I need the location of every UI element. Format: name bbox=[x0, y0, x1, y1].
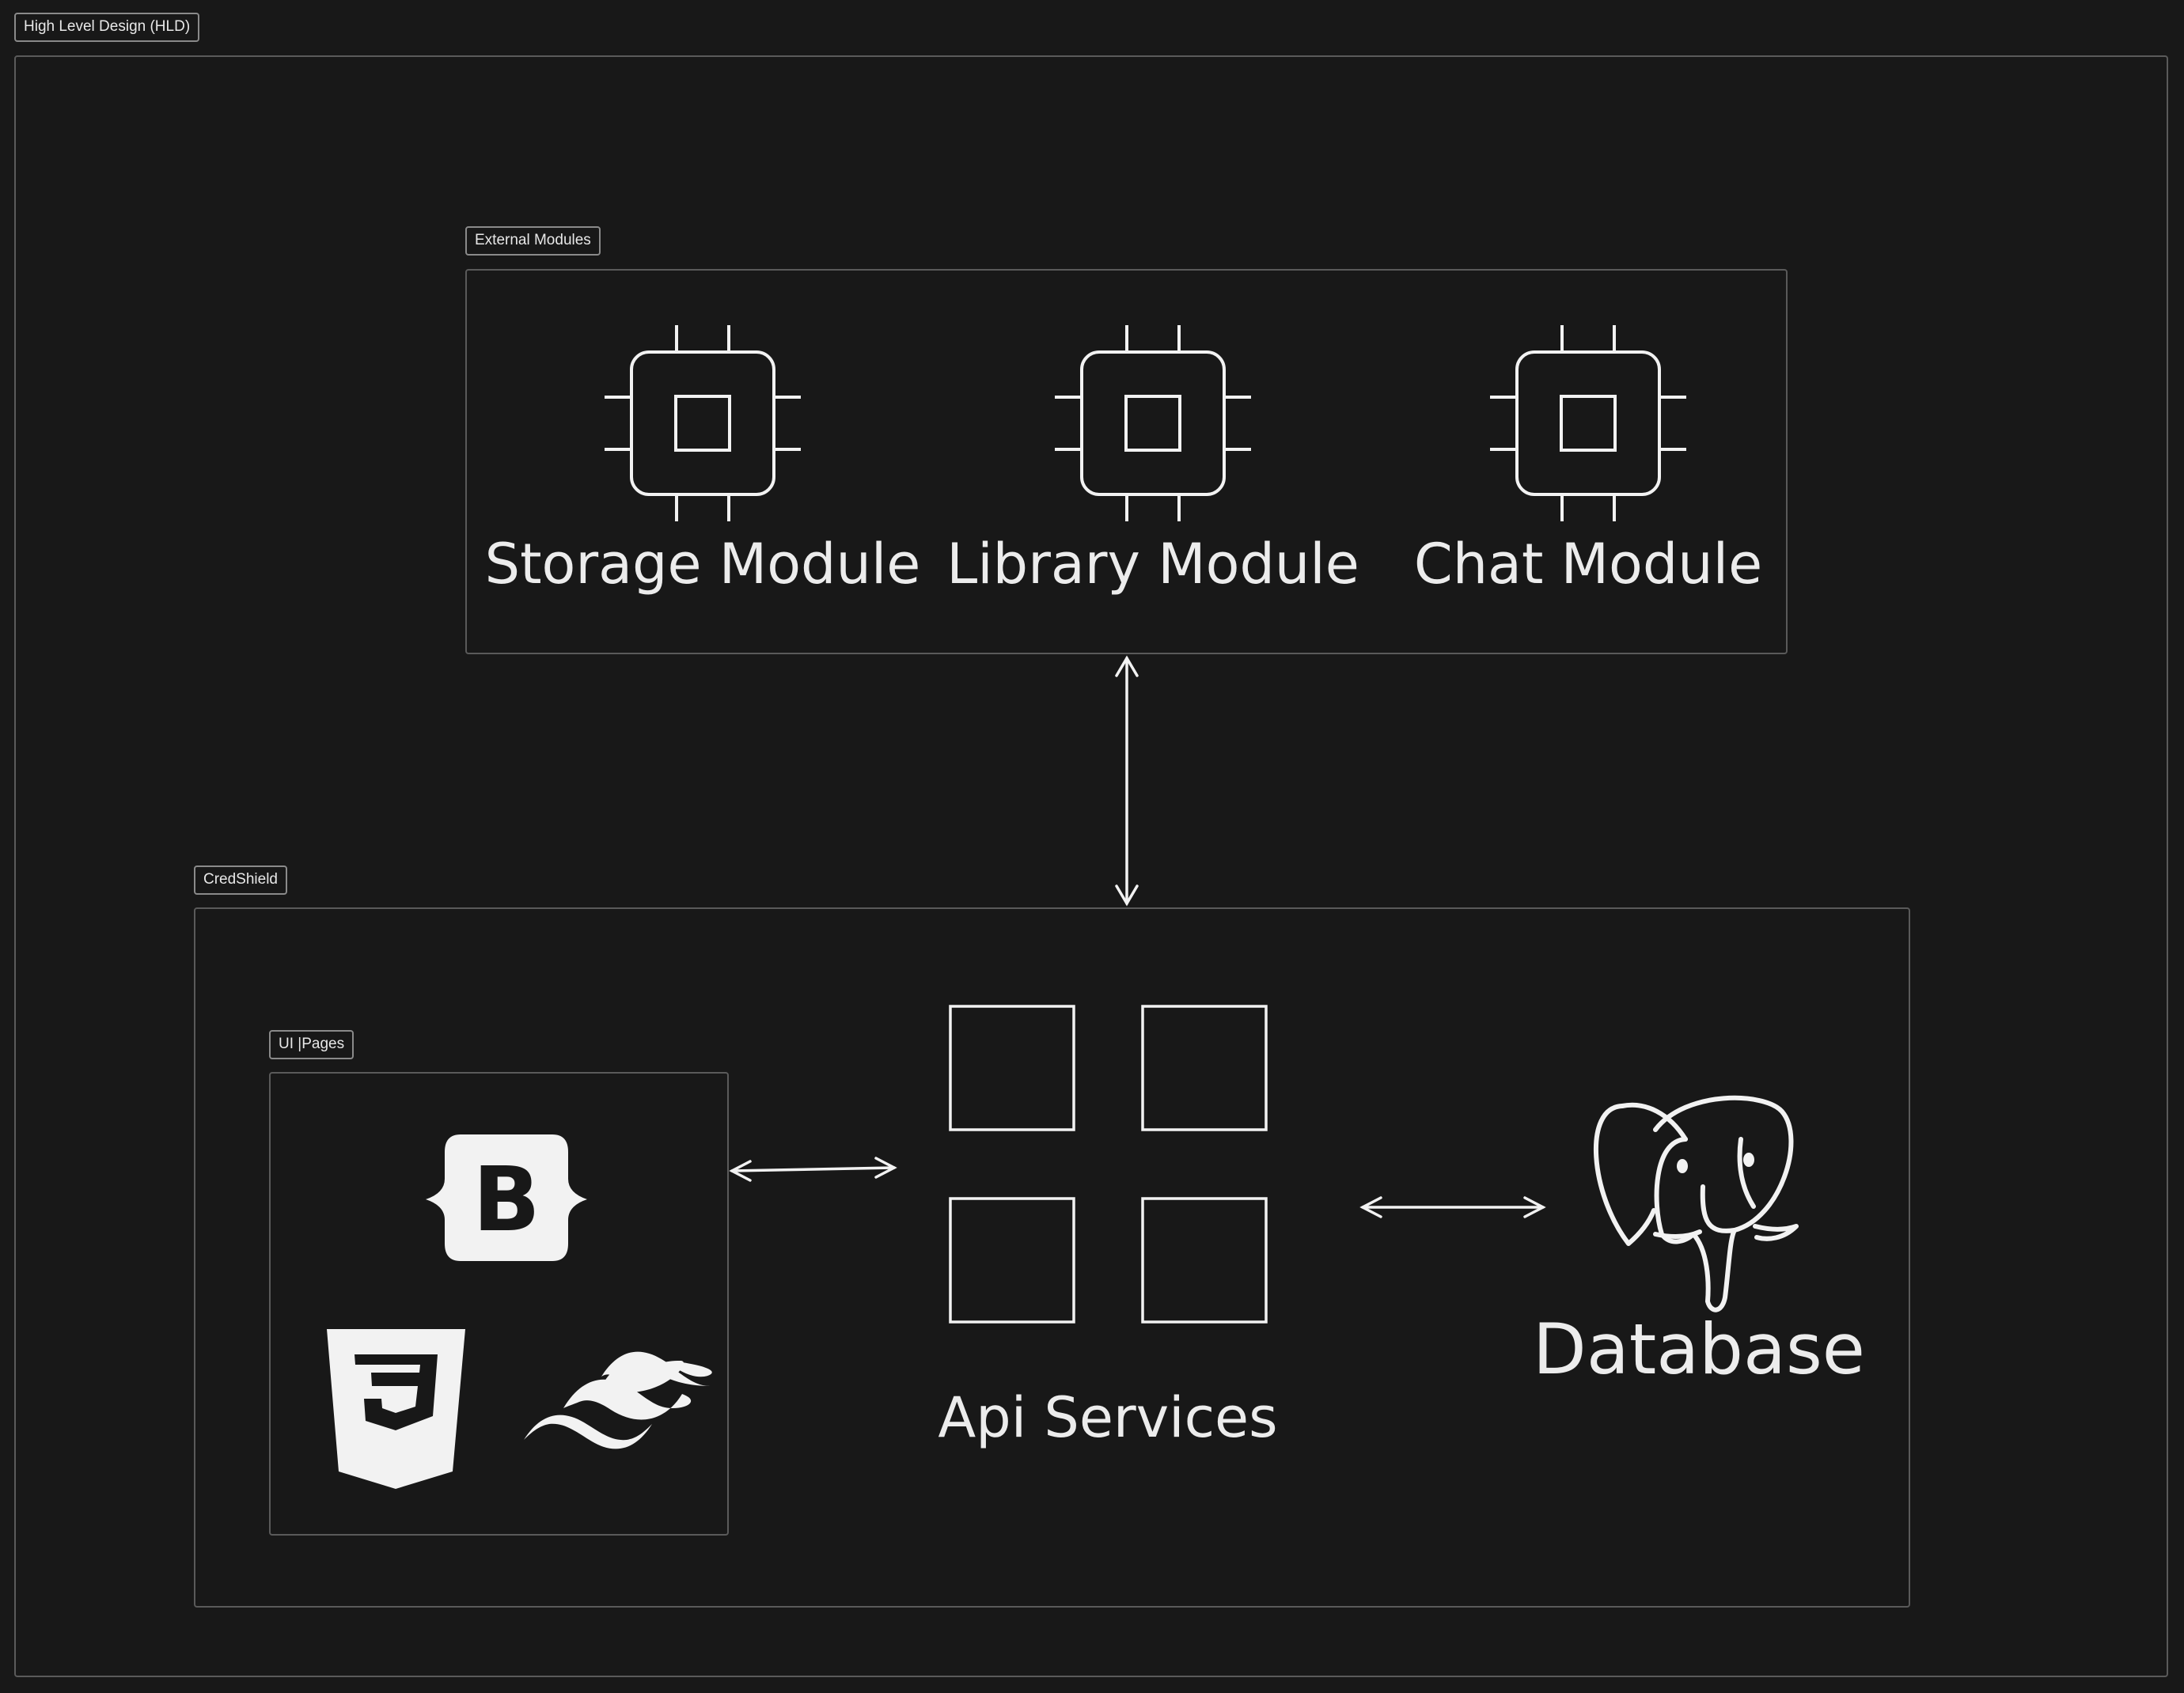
ui-pages-title: UI |Pages bbox=[269, 1030, 355, 1059]
storage-chip-icon bbox=[603, 324, 802, 523]
api-grid-icon bbox=[949, 1005, 1268, 1324]
external-credshield-arrow bbox=[1115, 655, 1139, 907]
library-module-label: Library Module bbox=[946, 532, 1359, 597]
library-chip-icon bbox=[1053, 324, 1253, 523]
credshield-frame bbox=[194, 907, 1910, 1608]
svg-text:B: B bbox=[472, 1149, 540, 1252]
hld-frame bbox=[14, 55, 2168, 1677]
tailwind-wave-icon bbox=[524, 1351, 712, 1449]
api-database-arrow bbox=[1359, 1196, 1546, 1218]
api-services-label: Api Services bbox=[938, 1385, 1278, 1450]
ui-pages-frame bbox=[269, 1072, 729, 1536]
storage-module-label: Storage Module bbox=[484, 532, 921, 597]
external-modules-title: External Modules bbox=[465, 226, 601, 256]
postgresql-icon bbox=[1593, 1095, 1799, 1312]
css3-icon bbox=[327, 1329, 465, 1489]
chat-module-label: Chat Module bbox=[1413, 532, 1763, 597]
external-modules-frame bbox=[465, 269, 1788, 654]
credshield-title: CredShield bbox=[194, 865, 287, 895]
hld-frame-title: High Level Design (HLD) bbox=[14, 13, 200, 42]
chat-chip-icon bbox=[1488, 324, 1688, 523]
database-label: Database bbox=[1533, 1309, 1865, 1390]
ui-api-arrow bbox=[729, 1157, 897, 1182]
bootstrap-icon: B bbox=[426, 1134, 587, 1261]
